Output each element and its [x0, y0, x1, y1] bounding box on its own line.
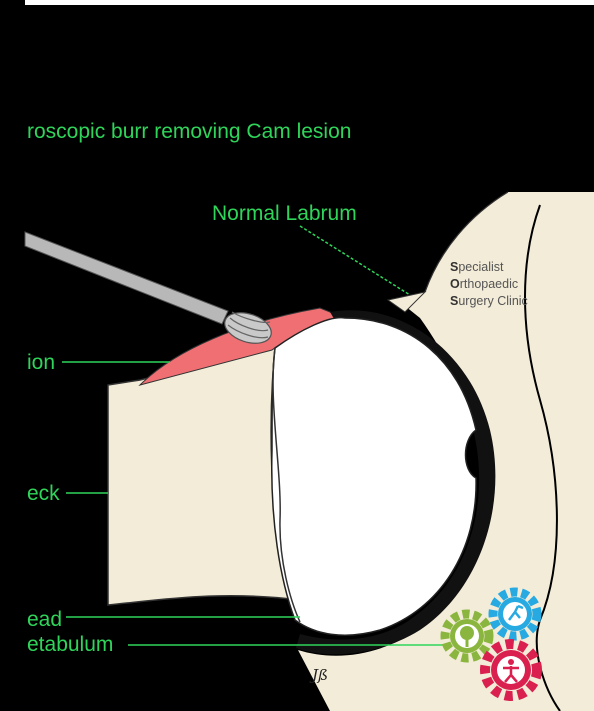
- label-head: ead: [27, 608, 62, 631]
- label-normal-labrum: Normal Labrum: [212, 202, 357, 225]
- svg-text:Orthopaedic: Orthopaedic: [450, 277, 518, 291]
- logo-line3-cap: S: [450, 294, 458, 308]
- leader-labrum: [300, 226, 410, 295]
- svg-text:Specialist: Specialist: [450, 260, 504, 274]
- svg-text:Surgery Clinic: Surgery Clinic: [450, 294, 528, 308]
- label-lesion: ion: [27, 351, 55, 374]
- logo-line3-rest: urgery Clinic: [458, 294, 527, 308]
- label-neck: eck: [27, 482, 60, 505]
- label-acetabulum: etabulum: [27, 633, 113, 656]
- top-border: [25, 0, 594, 5]
- burr-icon: [25, 232, 275, 349]
- logo-line2-rest: rthopaedic: [460, 277, 518, 291]
- signature: Jß: [309, 666, 328, 684]
- logo-line1-cap: S: [450, 260, 458, 274]
- diagram-title: roscopic burr removing Cam lesion: [27, 120, 351, 143]
- logo-line1-rest: pecialist: [458, 260, 504, 274]
- logo-line2-cap: O: [450, 277, 460, 291]
